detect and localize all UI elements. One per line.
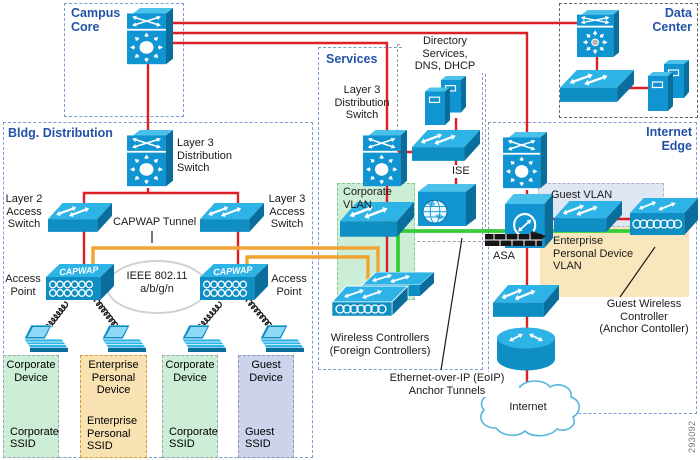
link-core-to-services xyxy=(172,41,389,132)
figure-number: 293092 xyxy=(687,420,697,453)
firewall-brick-icon xyxy=(485,231,549,247)
internet-router-icon xyxy=(496,326,556,372)
guest-wireless-controller-label: Guest Wireless Controller (Anchor Contol… xyxy=(599,298,689,336)
services-region xyxy=(318,47,483,370)
foreign-wireless-controllers-icon xyxy=(332,272,440,330)
bldg-distribution-region xyxy=(3,122,313,458)
guest-anchor-controller-icon xyxy=(630,198,698,246)
ise-label: ISE xyxy=(450,165,472,178)
bldg-distribution-switch-icon xyxy=(127,130,173,188)
internet-edge-switch-icon xyxy=(503,132,547,190)
enterprise-personal-device-vlan-label: Enterprise Personal Device VLAN xyxy=(553,235,634,273)
device-label: Corporate Device xyxy=(165,359,215,384)
ssid-label: Enterprise Personal SSID xyxy=(87,415,138,453)
wireless-cord-4 xyxy=(245,298,272,329)
eoip-pointer-arrow xyxy=(440,237,463,371)
datacenter-core-switch-icon xyxy=(577,10,619,58)
data-center-title: Data Center xyxy=(652,6,692,34)
ssid-label: Corporate SSID xyxy=(169,425,218,451)
guest-vlan-switch-icon xyxy=(554,201,622,233)
device-label: Corporate Device xyxy=(6,359,56,384)
svg-text:CAPWAP: CAPWAP xyxy=(213,264,254,277)
services-distribution-switch-icon xyxy=(363,130,407,188)
guest-device-box: Guest Device Guest SSID xyxy=(238,355,294,458)
ise-appliance-icon xyxy=(418,184,476,226)
corporate-vlan-label: Corporate VLAN xyxy=(343,186,392,211)
wireless-controllers-label: Wireless Controllers (Foreign Controller… xyxy=(329,332,431,357)
guest-vlan-label: Guest VLAN xyxy=(551,189,613,201)
guest-laptop-icon xyxy=(258,325,304,357)
corporate-laptop-icon-1 xyxy=(22,325,68,357)
access-point-label-left: Access Point xyxy=(5,273,41,298)
layer2-access-switch-label: Layer 2 Access Switch xyxy=(5,193,43,231)
access-point-icon-1: CAPWAP xyxy=(46,264,114,310)
anchor-controller-pointer-arrow xyxy=(619,246,656,298)
campus-core-title: Campus Core xyxy=(71,6,121,34)
internet-edge-title: Internet Edge xyxy=(646,125,692,153)
ieee-80211-label: IEEE 802.11 a/b/g/n xyxy=(126,270,188,295)
campus-core-region xyxy=(64,3,184,117)
corporate-device-box-2: Corporate Device Corporate SSID xyxy=(162,355,218,458)
campus-core-switch-icon xyxy=(127,8,173,66)
layer3-access-switch-icon xyxy=(200,203,264,233)
services-title: Services xyxy=(326,52,378,66)
enterprise-personal-device-box: Enterprise Personal Device Enterprise Pe… xyxy=(80,355,147,458)
corporate-laptop-icon-2 xyxy=(180,325,226,357)
internet-label: Internet xyxy=(509,401,547,413)
capwap-tunnel-line-2 xyxy=(245,255,370,292)
layer2-access-switch-icon xyxy=(48,203,112,233)
layer3-distribution-switch-label-bldg: Layer 3 Distribution Switch xyxy=(177,137,233,175)
corporate-device-box-1: Corporate Device Corporate SSID xyxy=(3,355,59,458)
ssid-label: Guest SSID xyxy=(245,425,275,451)
directory-services-label: Directory Services, DNS, DHCP xyxy=(402,35,488,73)
link-core-to-internet-edge xyxy=(172,31,529,134)
capwap-tunnel-line-1 xyxy=(91,246,380,286)
internet-edge-region xyxy=(488,122,697,414)
bldg-distribution-title: Bldg. Distribution xyxy=(8,126,113,140)
layer3-distribution-switch-label-services: Layer 3 Distribution Switch xyxy=(334,84,390,122)
datacenter-server-icon xyxy=(646,60,692,112)
link-dist-to-access xyxy=(82,188,240,205)
directory-server-icon xyxy=(423,76,469,126)
device-label: Enterprise Personal Device xyxy=(88,359,139,397)
capwap-tunnel-label: CAPWAP Tunnel xyxy=(113,216,197,228)
data-center-region xyxy=(559,3,698,118)
directory-switch-icon xyxy=(412,130,480,162)
access-point-label-right: Access Point xyxy=(271,273,307,298)
layer3-access-switch-label: Layer 3 Access Switch xyxy=(268,193,306,231)
eoip-anchor-tunnels-label: Ethernet-over-IP (EoIP) Anchor Tunnels xyxy=(375,372,519,398)
ssid-label: Corporate SSID xyxy=(10,425,59,451)
svg-text:CAPWAP: CAPWAP xyxy=(59,264,100,277)
access-point-icon-2: CAPWAP xyxy=(200,264,268,310)
corporate-vlan-switch-icon xyxy=(340,202,414,238)
device-label: Guest Device xyxy=(249,359,283,384)
internet-edge-lower-switch-icon xyxy=(493,285,559,318)
asa-label: ASA xyxy=(493,250,516,262)
enterprise-laptop-icon xyxy=(100,325,146,357)
datacenter-switch-icon xyxy=(560,70,634,103)
wireless-cord-2 xyxy=(93,298,119,329)
enterprise-personal-device-vlan-box xyxy=(540,227,689,297)
